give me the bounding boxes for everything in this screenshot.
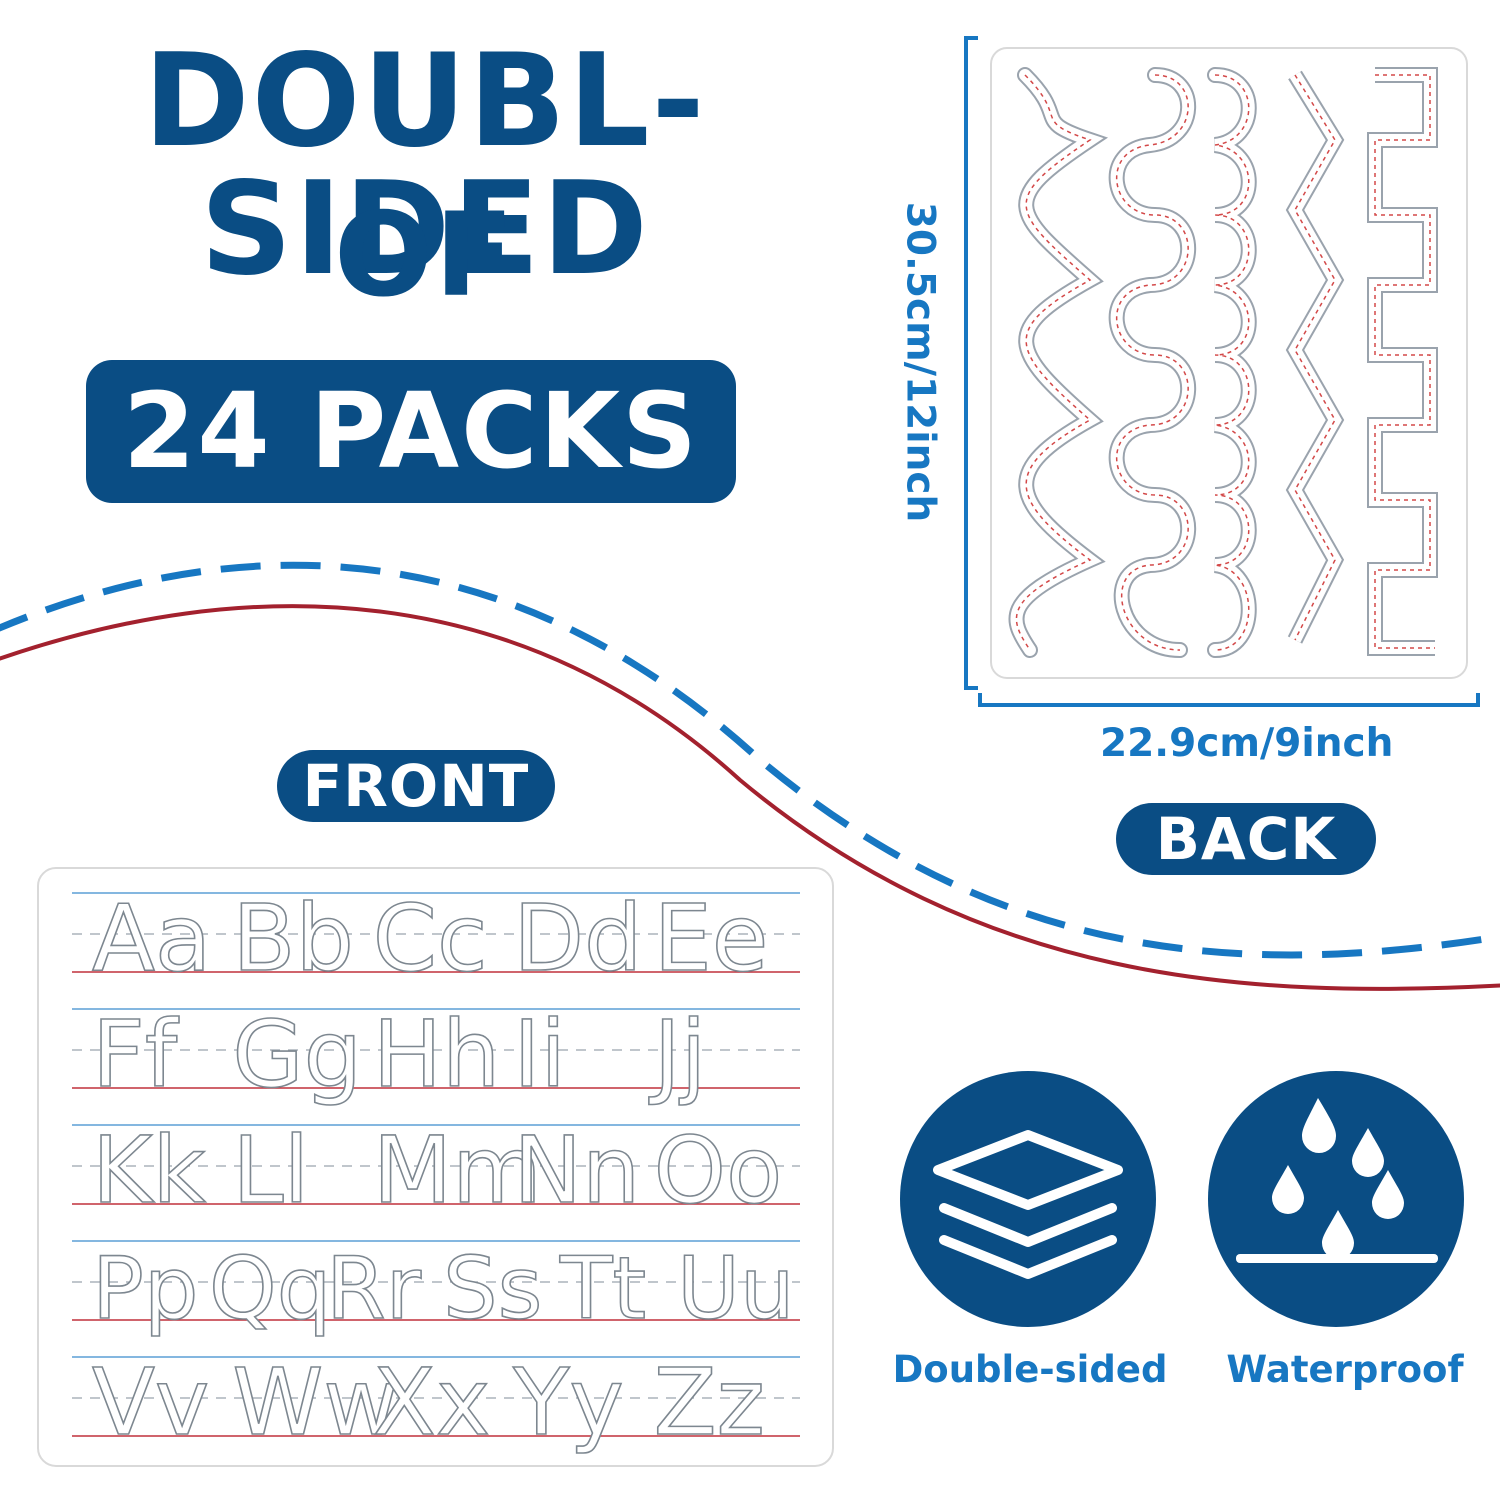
front-letter-pair: Pp (92, 1239, 198, 1339)
front-letter-pair: Rr (326, 1239, 422, 1339)
feature-label-waterproof: Waterproof (1226, 1348, 1464, 1391)
front-letter-pair: Ii (513, 1001, 566, 1108)
front-letter-pair: Ss (443, 1239, 542, 1339)
water-drops-icon (1208, 1071, 1464, 1327)
front-letter-pair: Bb (232, 885, 354, 992)
front-letter-pair: Ll (232, 1117, 309, 1224)
back-label: BACK (1116, 803, 1376, 875)
front-letter-pair: Dd (513, 885, 642, 992)
packs-banner: 24 PACKS (86, 360, 736, 503)
front-letter-pair: Ff (92, 1001, 180, 1108)
front-letter-pair: Uu (677, 1239, 794, 1339)
front-letter-pair: Ww (232, 1349, 398, 1456)
red-wave (0, 604, 1500, 991)
front-letter-pair: Xx (373, 1349, 490, 1456)
front-letter-pair: Oo (654, 1117, 783, 1224)
front-letter-pair: Tt (559, 1239, 646, 1339)
front-letter-pair: Mm (373, 1117, 542, 1224)
layers-icon (900, 1071, 1156, 1327)
front-letter-pair: Qq (209, 1239, 331, 1339)
front-label: FRONT (277, 750, 555, 822)
front-letter-pair: Gg (232, 1001, 362, 1108)
front-letter-pair: Vv (92, 1349, 209, 1456)
front-letter-pair: Hh (373, 1001, 501, 1108)
width-dimension: 22.9cm/9inch (1100, 721, 1394, 766)
feature-label-double-sided: Double-sided (892, 1348, 1168, 1391)
headline-line-2: OF (334, 188, 516, 323)
height-bracket (964, 36, 978, 690)
front-letter-pair: Kk (92, 1117, 206, 1224)
front-letter-pair: Cc (373, 885, 488, 992)
blue-dashed-wave (0, 561, 1500, 959)
height-dimension-text: 30.5cm/12inch (897, 201, 943, 523)
front-letter-pair: Nn (513, 1117, 640, 1224)
front-guide-lines (72, 892, 800, 1437)
front-letter-pair: Yy (512, 1349, 624, 1456)
back-board (990, 47, 1468, 679)
front-letter-pair: Ee (654, 885, 769, 992)
front-letter-pair: Zz (654, 1349, 765, 1456)
front-letter-pair: Aa (92, 885, 211, 992)
front-letter-pair: Jj (649, 1001, 707, 1108)
headline-line-1: DOUBL-SIDED (143, 27, 707, 304)
width-bracket (978, 693, 1480, 707)
